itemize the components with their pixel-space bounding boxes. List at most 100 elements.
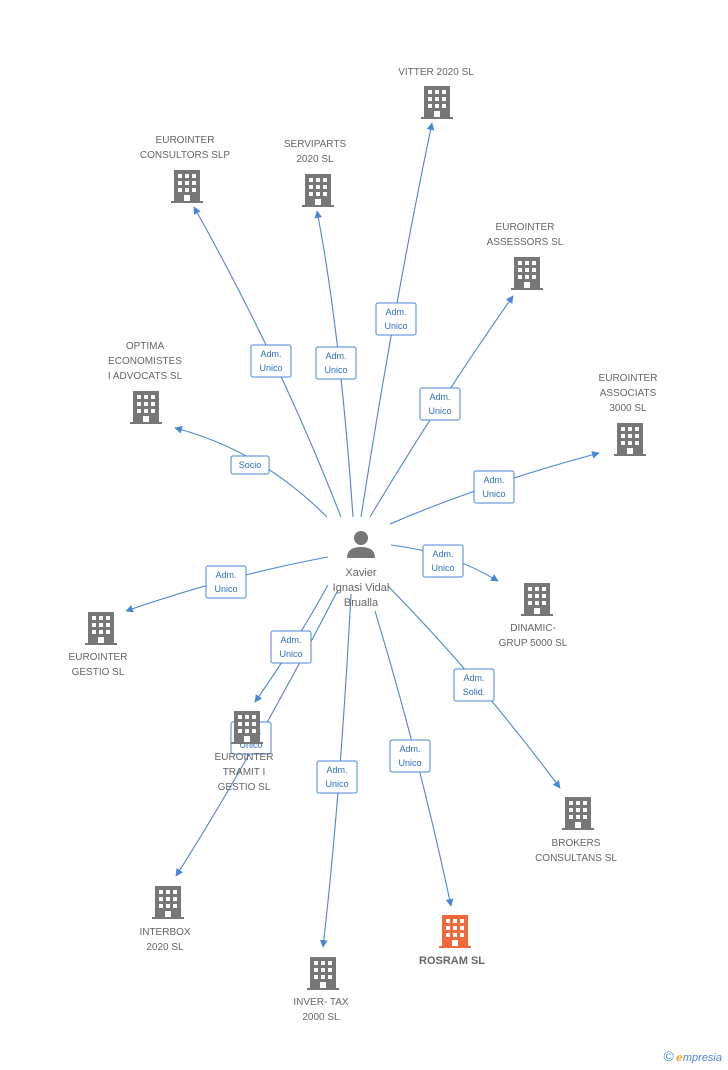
edge-label-rosram[interactable]: Adm.Unico: [389, 739, 431, 773]
company-name-line: INVER- TAX: [293, 997, 349, 1008]
company-name-line: INTERBOX: [139, 927, 190, 938]
company-name-line: DINAMIC-: [510, 623, 556, 634]
edge-label-text: Adm.: [432, 549, 453, 559]
edge-label-text: Unico: [431, 563, 454, 573]
edge-label-text: Adm.: [483, 475, 504, 485]
edge-label-box: [205, 565, 247, 599]
building-icon: [130, 391, 162, 424]
company-node-eurointer-consultors[interactable]: EUROINTER CONSULTORS SLP: [140, 135, 231, 203]
edge-label-vitter[interactable]: Adm. Unico: [375, 302, 417, 336]
edge-label-text: Socio: [239, 460, 262, 470]
company-name-line: BROKERS: [552, 838, 601, 849]
building-icon: [614, 423, 646, 456]
building-icon: [307, 957, 339, 990]
person-icon: [347, 531, 375, 558]
edge-label-box: [270, 630, 312, 664]
footer-brand: ©ℯmpresia: [664, 1048, 722, 1064]
edge-label-box: [375, 302, 417, 336]
edge-label-brokers[interactable]: Adm. Solid.: [453, 668, 495, 702]
company-name-line: GESTIO SL: [218, 782, 271, 793]
edge-label-eurointer-tramit[interactable]: Adm. Unico: [270, 630, 312, 664]
company-name-line: 2000 SL: [302, 1012, 340, 1023]
building-icon: [421, 86, 453, 119]
company-name-line: 3000 SL: [609, 403, 647, 414]
person-name-line: Xavier: [345, 567, 377, 579]
edge-label-text: Adm.: [260, 349, 281, 359]
company-name-line: EUROINTER: [156, 135, 215, 146]
edge-label-box: [419, 387, 461, 421]
edge-label-box: [389, 739, 431, 773]
company-name-line: ECONOMISTES: [108, 356, 182, 367]
company-node-inver-tax[interactable]: INVER- TAX 2000 SL: [293, 957, 349, 1023]
edge-label-text: Unico: [259, 363, 282, 373]
company-node-rosram[interactable]: ROSRAM SL: [419, 915, 485, 967]
edge-label-eurointer-assessors[interactable]: Adm. Unico: [419, 387, 461, 421]
edge-label-text: Unico: [279, 649, 302, 659]
company-name-line: CONSULTANS SL: [535, 853, 617, 864]
edge-label-box: [453, 668, 495, 702]
edge-label-eurointer-associats[interactable]: Adm. Unico: [473, 470, 515, 504]
company-name-line: OPTIMA: [126, 341, 165, 352]
company-node-vitter[interactable]: VITTER 2020 SL: [398, 67, 474, 119]
company-node-brokers[interactable]: BROKERS CONSULTANS SL: [535, 797, 617, 864]
company-name-line: 2020 SL: [296, 154, 334, 165]
edge-label-text: Adm.: [280, 635, 301, 645]
edge-label-dinamic[interactable]: Adm. Unico: [422, 544, 464, 578]
company-name-line: I ADVOCATS SL: [108, 371, 183, 382]
edge-label-text: Adm.: [385, 307, 406, 317]
person-name-line: Ignasi Vidal: [333, 582, 390, 594]
edge-label-text: Unico: [384, 321, 407, 331]
edge-label-inver-tax[interactable]: Adm.Unico: [316, 760, 358, 794]
edge-label-box: [316, 760, 358, 794]
company-name-line: TRAMIT I: [223, 767, 266, 778]
brand-logo-e: ℯ: [675, 1052, 683, 1064]
company-name-line: EUROINTER: [215, 752, 274, 763]
edge-label-text: Solid.: [463, 687, 486, 697]
company-name-line: ROSRAM SL: [419, 955, 485, 967]
company-name-line: EUROINTER: [599, 373, 658, 384]
edge-label-text: Unico: [239, 740, 262, 750]
building-icon: [511, 257, 543, 290]
company-name-line: CONSULTORS SLP: [140, 150, 231, 161]
edge-label-eurointer-gestio[interactable]: Adm.Unico: [205, 565, 247, 599]
company-name-line: GRUP 5000 SL: [499, 638, 568, 649]
edge-label-text: Adm.: [429, 392, 450, 402]
edge-label-text: Unico: [325, 779, 348, 789]
building-icon: [171, 170, 203, 203]
edge-label-text: Unico: [214, 584, 237, 594]
copyright-symbol: ©: [663, 1048, 674, 1064]
company-name-line: EUROINTER: [496, 222, 555, 233]
company-name-line: VITTER 2020 SL: [398, 67, 474, 78]
brand-name: mpresia: [682, 1052, 722, 1064]
edge-label-text: Unico: [428, 406, 451, 416]
edge-label-box: [315, 346, 357, 380]
edge-label-eurointer-consultors[interactable]: Adm. Unico: [250, 344, 292, 378]
company-node-optima[interactable]: OPTIMA ECONOMISTES I ADVOCATS SL: [108, 341, 183, 424]
building-icon: [302, 174, 334, 207]
company-node-serviparts[interactable]: SERVIPARTS 2020 SL: [284, 139, 347, 207]
company-name-line: GESTIO SL: [72, 667, 125, 678]
person-name-line: Brualla: [344, 597, 379, 609]
building-icon: [152, 886, 184, 919]
building-icon: [562, 797, 594, 830]
building-icon: [439, 915, 471, 948]
edge-label-text: Adm.: [463, 673, 484, 683]
company-node-eurointer-tramit[interactable]: EUROINTER TRAMIT I GESTIO SL: [215, 711, 274, 793]
edge-label-optima[interactable]: Socio: [230, 455, 270, 475]
company-name-line: SERVIPARTS: [284, 139, 347, 150]
edge-label-text: Unico: [324, 365, 347, 375]
nodes-layer: VITTER 2020 SL EUROINTER CONSULTORS SLP SER…: [69, 67, 658, 1023]
edge-label-serviparts[interactable]: Adm. Unico: [315, 346, 357, 380]
edge-label-box: [422, 544, 464, 578]
edge-label-text: Adm.: [325, 351, 346, 361]
company-node-dinamic[interactable]: DINAMIC- GRUP 5000 SL: [499, 583, 568, 649]
edge-label-text: Unico: [482, 489, 505, 499]
building-icon: [521, 583, 553, 616]
